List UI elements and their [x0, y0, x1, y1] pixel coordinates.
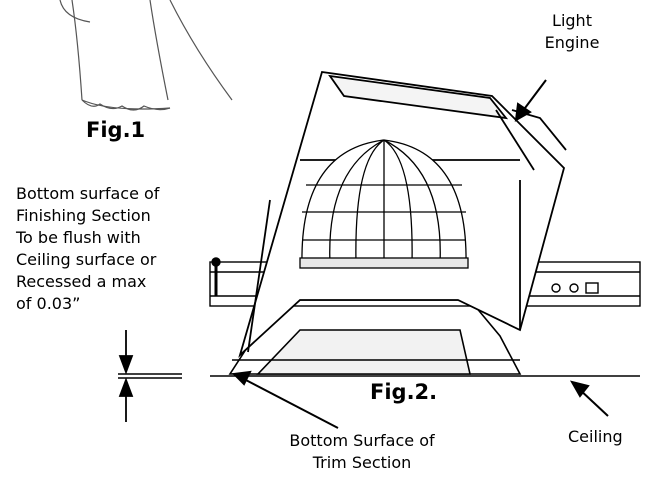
leader-arrows [231, 79, 609, 429]
flush-dimension-marker [118, 330, 134, 422]
reflector-dome [299, 139, 469, 269]
fig1-sketch [59, 0, 233, 111]
label-bottom-trim-section: Bottom Surface of Trim Section [289, 431, 435, 472]
ceiling-line [118, 373, 640, 379]
label-bottom-finishing-section: Bottom surface of Finishing Section To b… [16, 184, 160, 313]
figure-label-fig2: Fig.2. [370, 380, 438, 404]
label-light-engine: Light Engine [544, 11, 600, 52]
label-ceiling: Ceiling [568, 427, 623, 446]
figure-label-fig1: Fig.1 [86, 118, 146, 142]
